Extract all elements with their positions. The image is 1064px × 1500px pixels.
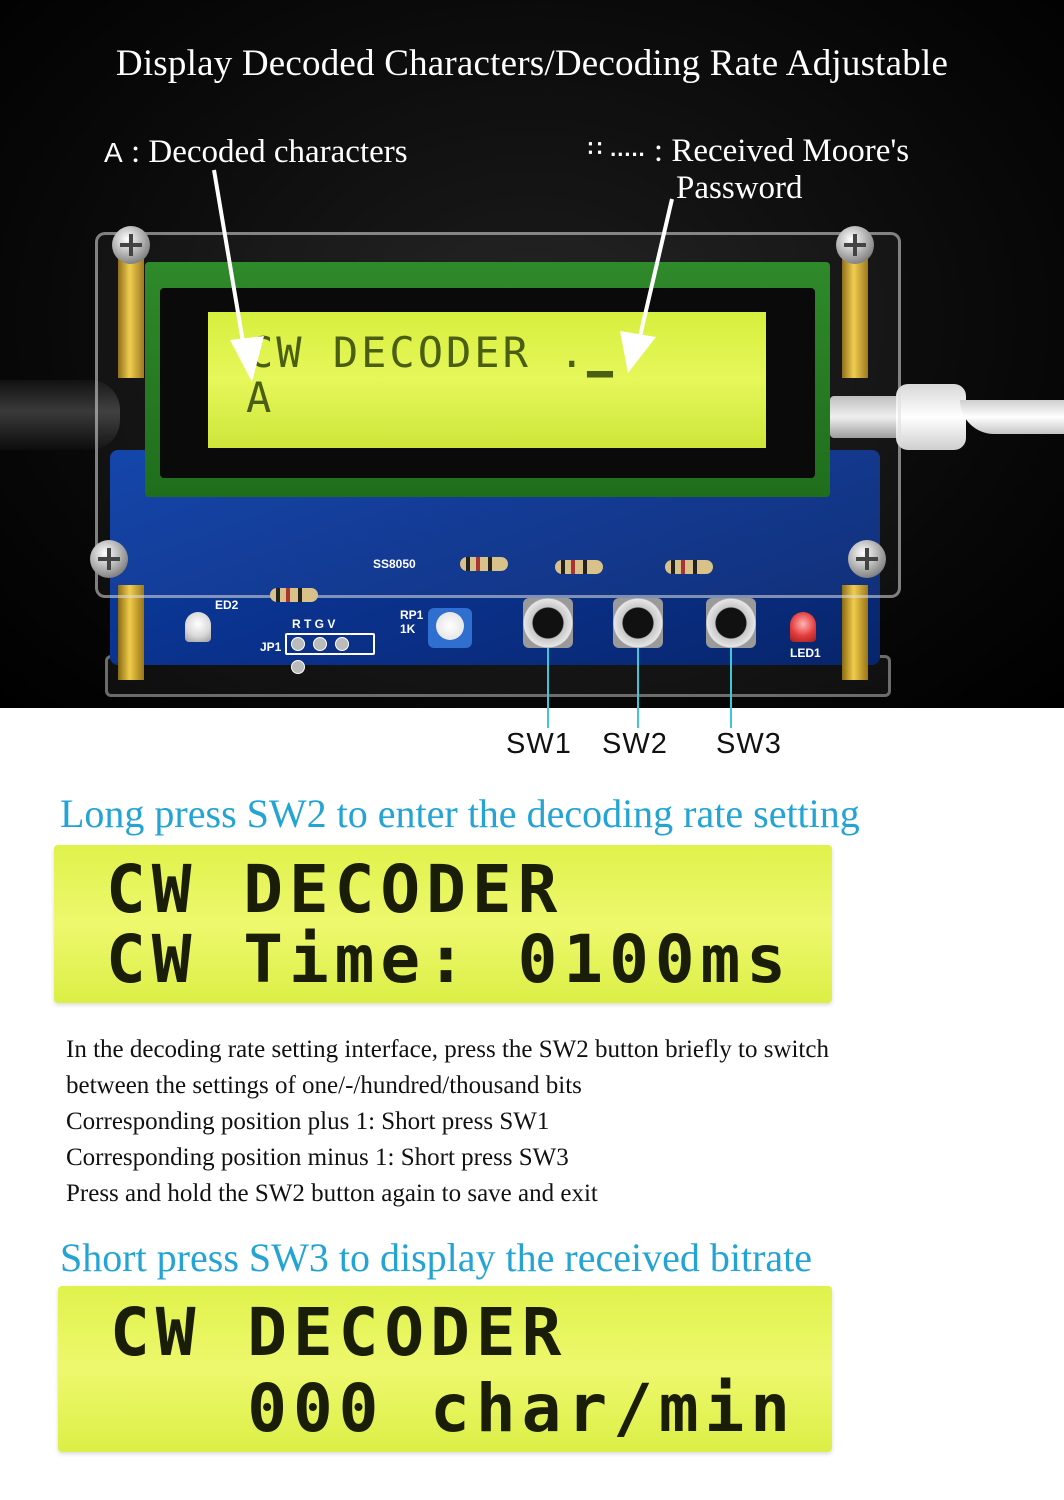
label-sw3: SW3	[716, 728, 782, 760]
silk-led1: LED1	[790, 646, 821, 660]
sw3-leader-line	[730, 648, 732, 708]
legend-text-received-line2: Password	[676, 170, 803, 206]
lcd-rate-setting-panel: CW DECODER CW Time: 0100ms	[54, 845, 832, 1003]
instruction-line: Corresponding position minus 1: Short pr…	[66, 1144, 569, 1171]
lcd-screen	[208, 312, 766, 448]
header-pins	[285, 633, 375, 674]
sw1-leader-line-lower	[547, 706, 549, 728]
sw2-button[interactable]	[613, 598, 663, 648]
legend-decoded-characters: A : Decoded characters	[104, 134, 408, 171]
instruction-line: between the settings of one/-/hundred/th…	[66, 1072, 582, 1099]
label-sw1: SW1	[506, 728, 572, 760]
screw-icon	[112, 226, 150, 264]
heading-bitrate: Short press SW3 to display the received …	[60, 1235, 813, 1280]
brass-standoff	[842, 585, 868, 680]
resistor-icon	[270, 588, 318, 602]
legend-symbol-a: A	[104, 137, 123, 168]
page-title: Display Decoded Characters/Decoding Rate…	[115, 43, 949, 84]
bitrate-lcd-line1: CW DECODER	[110, 1294, 568, 1371]
silk-led2: ED2	[215, 598, 239, 612]
white-led-icon	[185, 612, 211, 642]
silk-rtgv: R T G V	[292, 617, 336, 631]
product-photo: Display Decoded Characters/Decoding Rate…	[0, 0, 1064, 708]
silk-jp1: JP1	[260, 640, 282, 654]
brass-standoff	[118, 258, 144, 378]
arrow-to-morse-code-icon	[620, 198, 674, 373]
legend-text-received-line1: : Received Moore's	[653, 133, 910, 169]
sw3-leader-line-lower	[730, 706, 732, 728]
screw-icon	[90, 540, 128, 578]
sw1-leader-line	[547, 648, 549, 708]
resistor-icon	[555, 560, 603, 574]
heading-rate-setting: Long press SW2 to enter the decoding rat…	[60, 791, 860, 836]
instruction-line: In the decoding rate setting interface, …	[66, 1036, 829, 1063]
legend-received-morse: ∷ ..... : Received Moore's Password	[588, 130, 909, 207]
label-sw2: SW2	[602, 728, 668, 760]
device-lcd-line2: A	[246, 373, 272, 422]
red-led-icon	[790, 612, 816, 642]
potentiometer-icon	[428, 608, 472, 648]
sw2-leader-line-lower	[637, 706, 639, 728]
instruction-line: Corresponding position plus 1: Short pre…	[66, 1108, 550, 1135]
instructions-block: In the decoding rate setting interface, …	[66, 1032, 829, 1212]
legend-text-decoded: : Decoded characters	[130, 134, 408, 170]
brass-standoff	[118, 585, 144, 680]
screw-icon	[836, 226, 874, 264]
legend-symbol-dots: ∷ .....	[588, 136, 646, 161]
resistor-icon	[460, 557, 508, 571]
device-lcd-line1: CW DECODER .▁	[248, 328, 616, 377]
rate-lcd-line2: CW Time: 0100ms	[106, 921, 793, 998]
bitrate-lcd-line2: 000 char/min	[110, 1370, 797, 1447]
sw2-leader-line	[637, 648, 639, 708]
rate-lcd-line1: CW DECODER	[106, 851, 564, 928]
silk-ss8050: SS8050	[373, 557, 416, 571]
brass-standoff	[842, 258, 868, 378]
usb-cable-icon	[830, 382, 1064, 452]
dc-cable-icon	[0, 380, 120, 450]
sw1-button[interactable]	[523, 598, 573, 648]
instruction-line: Press and hold the SW2 button again to s…	[66, 1180, 598, 1207]
sw3-button[interactable]	[706, 598, 756, 648]
screw-icon	[848, 540, 886, 578]
arrow-to-decoded-char-icon	[212, 169, 264, 382]
lcd-bitrate-panel: CW DECODER 000 char/min	[58, 1286, 832, 1452]
resistor-icon	[665, 560, 713, 574]
